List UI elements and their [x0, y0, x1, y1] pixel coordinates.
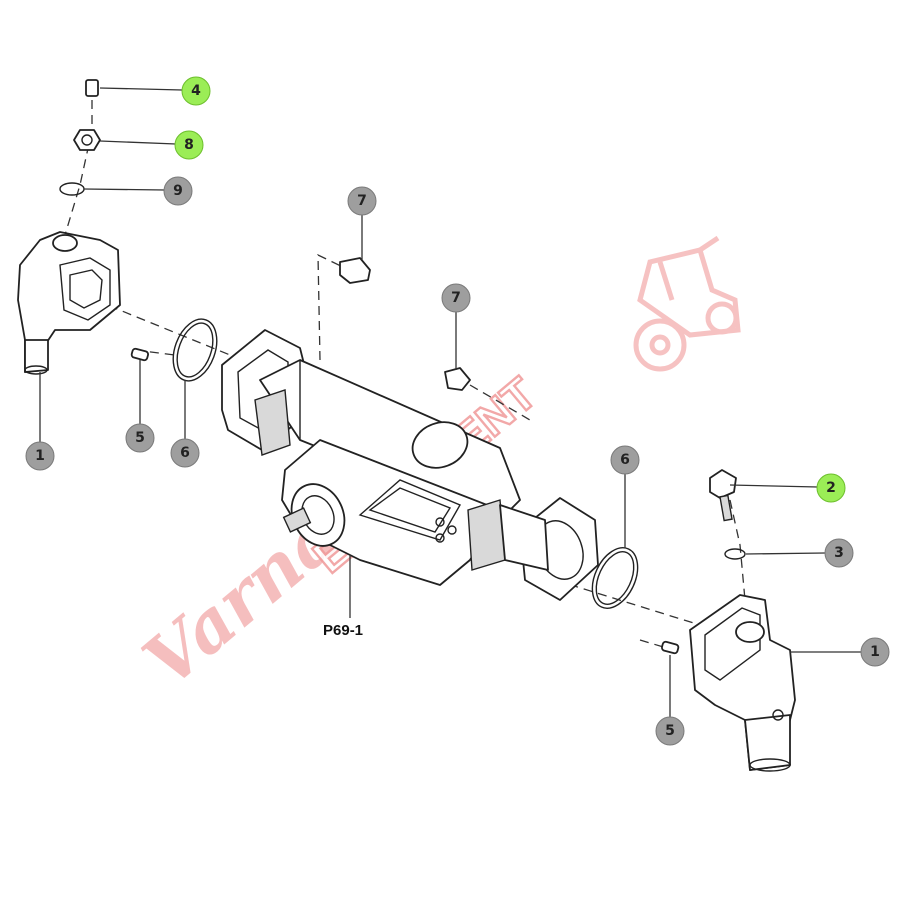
callout-3-right[interactable]: 3: [824, 538, 854, 568]
callout-2-right[interactable]: 2: [816, 473, 846, 503]
tractor-icon: [633, 235, 741, 372]
manifold-body: [221, 329, 599, 601]
callout-1-right-bubble: [860, 637, 890, 667]
callout-8-top[interactable]: 8: [174, 130, 204, 160]
callout-7-a[interactable]: 7: [347, 186, 377, 216]
callout-7-a-bubble: [347, 186, 377, 216]
callout-1-right-label: 1: [870, 644, 880, 660]
callout-6-left-label: 6: [180, 445, 190, 461]
callout-1-left-bubble: [25, 441, 55, 471]
small-parts: [59, 79, 746, 655]
leader-lines: [39, 87, 862, 718]
callout-5-left[interactable]: 5: [125, 423, 155, 453]
callout-5-right-label: 5: [665, 723, 675, 739]
callout-1-left[interactable]: 1: [25, 441, 55, 471]
callout-8-top-bubble: [174, 130, 204, 160]
callout-7-b[interactable]: 7: [441, 283, 471, 313]
callout-7-b-bubble: [441, 283, 471, 313]
callout-6-right[interactable]: 6: [610, 445, 640, 475]
callout-6-right-label: 6: [620, 452, 630, 468]
thermostat-housing-right: [689, 594, 796, 772]
callout-4-top[interactable]: 4: [181, 76, 211, 106]
callout-5-left-bubble: [125, 423, 155, 453]
callout-9-top[interactable]: 9: [163, 176, 193, 206]
reference-label: P69-1: [323, 622, 363, 639]
callout-5-right-bubble: [655, 716, 685, 746]
callout-9-top-bubble: [163, 176, 193, 206]
callout-6-right-bubble: [610, 445, 640, 475]
callout-1-right[interactable]: 1: [860, 637, 890, 667]
callout-5-right[interactable]: 5: [655, 716, 685, 746]
callout-6-left[interactable]: 6: [170, 438, 200, 468]
callout-1-left-label: 1: [35, 448, 45, 464]
callout-3-right-bubble: [824, 538, 854, 568]
callout-6-left-bubble: [170, 438, 200, 468]
callout-2-right-bubble: [816, 473, 846, 503]
callout-8-top-label: 8: [184, 137, 194, 153]
callout-3-right-label: 3: [834, 545, 844, 561]
callout-7-a-label: 7: [357, 193, 367, 209]
callout-4-top-label: 4: [191, 83, 201, 99]
callout-2-right-label: 2: [826, 480, 836, 496]
callout-9-top-label: 9: [173, 183, 183, 199]
callout-7-b-label: 7: [451, 290, 461, 306]
thermostat-housing-left: [17, 231, 121, 375]
callout-4-top-bubble: [181, 76, 211, 106]
callout-5-left-label: 5: [135, 430, 145, 446]
